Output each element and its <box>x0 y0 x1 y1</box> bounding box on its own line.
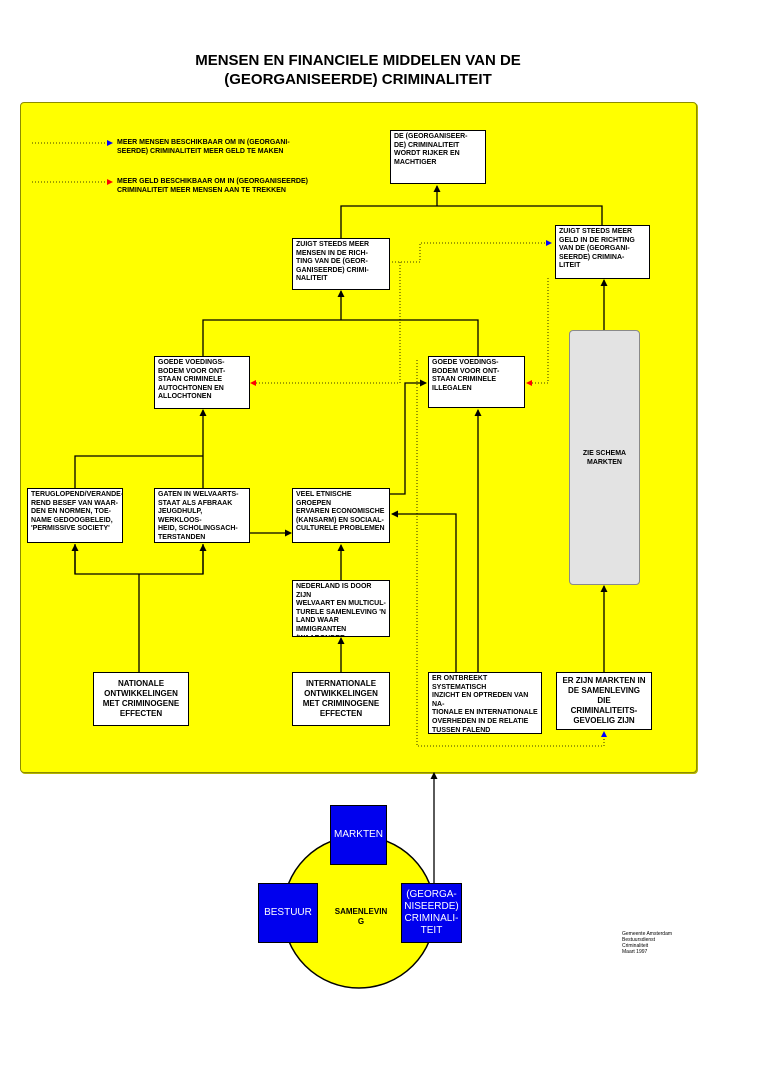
box-welfare-gaps: GATEN IN WELVAARTS- STAAT ALS AFBRAAK JE… <box>154 488 250 543</box>
box-national-developments: NATIONALE ONTWIKKELINGEN MET CRIMINOGENE… <box>93 672 189 726</box>
box-lacking-insight: ER ONTBREEKT SYSTEMATISCH INZICHT EN OPT… <box>428 672 542 734</box>
box-attracts-people: ZUIGT STEEDS MEER MENSEN IN DE RICH- TIN… <box>292 238 390 290</box>
box-criminality-richer: DE (GEORGANISEER- DE) CRIMINALITEIT WORD… <box>390 130 486 184</box>
link-ethnic-to-illegal <box>389 379 427 495</box>
square-criminaliteit: (GEORGA- NISEERDE) CRIMINALI- TEIT <box>401 883 462 943</box>
box-markets-in-society: ER ZIJN MARKTEN IN DE SAMENLEVING DIE CR… <box>556 672 652 730</box>
box-ethnic-groups: VEEL ETNISCHE GROEPEN ERVAREN ECONOMISCH… <box>292 488 390 543</box>
box-attracts-money: ZUIGT STEEDS MEER GELD IN DE RICHTING VA… <box>555 225 650 279</box>
page-title: MENSEN EN FINANCIELE MIDDELEN VAN DE (GE… <box>195 52 521 88</box>
box-netherlands-immigration: NEDERLAND IS DOOR ZIJN WELVAART EN MULTI… <box>292 580 390 637</box>
credit-text: Gemeente Amsterdam Bestuursdienst Crimin… <box>622 931 673 955</box>
dotted-people-to-auto <box>250 262 401 386</box>
square-bestuur: BESTUUR <box>258 883 318 943</box>
box-international-developments: INTERNATIONALE ONTWIKKELINGEN MET CRIMIN… <box>292 672 390 726</box>
link-breeding-merge <box>202 319 479 356</box>
dotted-loop-bottom <box>416 360 605 747</box>
link-national-split <box>74 544 204 575</box>
box-breeding-autochtonen: GOEDE VOEDINGS- BODEM VOOR ONT- STAAN CR… <box>154 356 250 409</box>
dotted-people-to-money <box>392 240 552 263</box>
box-see-schema-markets: ZIE SCHEMA MARKTEN <box>569 330 640 585</box>
box-norms-values: TERUGLOPEND/VERANDE- REND BESEF VAN WAAR… <box>27 488 123 543</box>
box-breeding-illegalen: GOEDE VOEDINGS- BODEM VOOR ONT- STAAN CR… <box>428 356 525 408</box>
square-markten: MARKTEN <box>330 805 387 865</box>
legend-item-money: MEER GELD BESCHIKBAAR OM IN (GEORGANISEE… <box>117 178 308 194</box>
link-top-merge <box>340 205 603 238</box>
circle-label-samenleving: SAMENLEVIN G <box>334 907 388 926</box>
legend-item-people: MEER MENSEN BESCHIKBAAR OM IN (GEORGANI-… <box>117 139 290 155</box>
link-norms-welfare-merge <box>74 455 203 488</box>
link-lacking-to-ethnic <box>391 510 457 672</box>
dotted-money-to-illegal <box>526 278 549 386</box>
